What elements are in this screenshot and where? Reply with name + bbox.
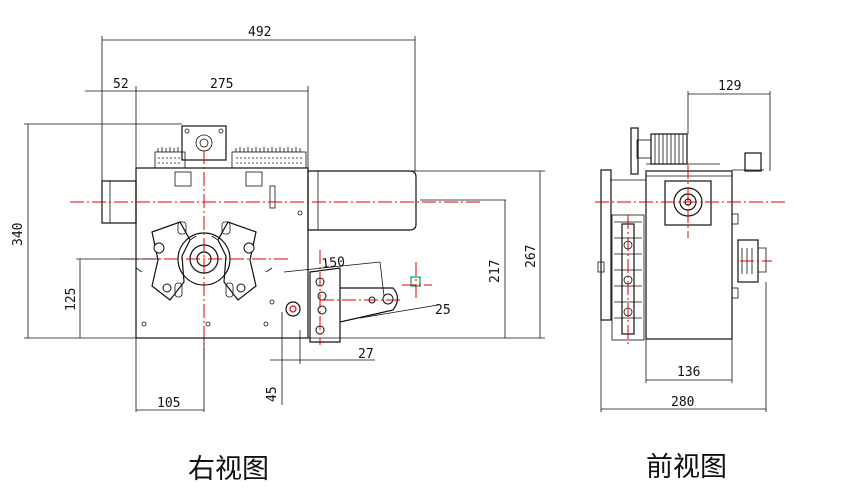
front-left-plate	[600, 169, 612, 321]
right-link-bracket	[309, 267, 399, 343]
dim-center-height: 125	[64, 288, 79, 311]
front-motor-flange	[664, 180, 712, 226]
dim-body-width: 275	[210, 77, 233, 92]
right-dimension-lines	[24, 36, 545, 412]
right-body-outline	[135, 167, 309, 339]
dim-pivot-offset: 27	[358, 347, 374, 362]
dim-link-angle: 25	[435, 303, 451, 318]
dim-top-height: 267	[524, 245, 539, 268]
dim-axis-height: 217	[488, 260, 503, 283]
right-view-caption: 右视图	[188, 454, 269, 485]
dim-overall-width: 492	[248, 25, 271, 40]
dim-front-top-width: 129	[718, 79, 741, 94]
dim-hole-offset: 45	[265, 386, 280, 402]
front-body-outline	[645, 170, 733, 340]
right-terminal-strip	[154, 147, 307, 169]
front-view-caption: 前视图	[646, 452, 727, 483]
dim-front-overall-width: 280	[671, 395, 694, 410]
dim-left-offset: 52	[113, 77, 129, 92]
right-view: 492 52 275 340 125 150 217 267 25 27 105…	[11, 25, 545, 485]
dim-height: 340	[11, 223, 26, 246]
dim-link-length: 150	[321, 255, 346, 272]
right-motor-cylinder	[307, 170, 417, 231]
dim-front-inner-width: 136	[677, 365, 700, 380]
right-cam-mechanism	[135, 221, 273, 301]
front-left-mechanism	[597, 214, 645, 341]
front-view: 129 136 280 前视图	[595, 79, 785, 483]
front-top-gear	[610, 127, 720, 181]
dim-center-x: 105	[157, 396, 180, 411]
front-dimension-lines	[600, 91, 771, 412]
